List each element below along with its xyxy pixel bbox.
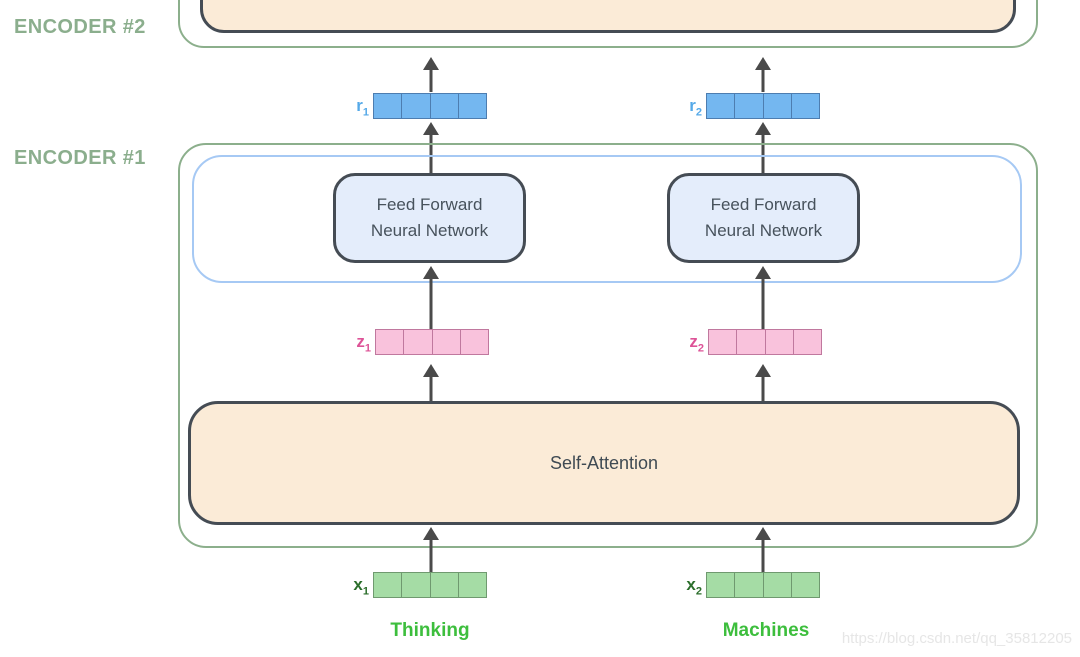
vector-x1 xyxy=(373,572,487,598)
vector-x1-label: x1 xyxy=(353,575,369,598)
vector-cell xyxy=(404,330,433,354)
up-arrow-icon xyxy=(423,527,439,572)
vector-cell xyxy=(402,573,431,597)
arrow-shaft xyxy=(429,132,433,174)
encoder-2-self-attention-box xyxy=(200,0,1016,33)
vector-cell xyxy=(764,573,792,597)
feed-forward-network-2: Feed Forward Neural Network xyxy=(667,173,860,263)
ffnn-text-line2: Neural Network xyxy=(704,221,823,240)
vector-cell xyxy=(459,94,486,118)
arrow-shaft xyxy=(761,374,765,402)
self-attention-box: Self-Attention xyxy=(188,401,1020,525)
vector-r2-label: r2 xyxy=(689,96,702,119)
arrowhead-icon xyxy=(423,266,439,279)
vector-cell xyxy=(735,94,764,118)
arrowhead-icon xyxy=(755,527,771,540)
vector-cell xyxy=(794,330,821,354)
encoder-2-box xyxy=(178,0,1038,48)
vector-cell xyxy=(735,573,764,597)
vector-cell xyxy=(461,330,488,354)
up-arrow-icon xyxy=(423,57,439,92)
arrowhead-icon xyxy=(423,57,439,70)
encoder-2-label: ENCODER #2 xyxy=(14,16,146,38)
arrowhead-icon xyxy=(423,364,439,377)
up-arrow-icon xyxy=(423,122,439,174)
input-token-thinking: Thinking xyxy=(390,620,470,641)
arrow-shaft xyxy=(761,537,765,572)
vector-cell xyxy=(709,330,738,354)
vector-cell xyxy=(766,330,794,354)
arrow-shaft xyxy=(429,276,433,330)
vector-x2 xyxy=(706,572,820,598)
vector-cell xyxy=(737,330,766,354)
arrowhead-icon xyxy=(755,266,771,279)
input-token-machines: Machines xyxy=(722,620,810,641)
vector-cell xyxy=(376,330,405,354)
vector-z2-label: z2 xyxy=(689,332,704,355)
up-arrow-icon xyxy=(755,266,771,330)
arrowhead-icon xyxy=(755,364,771,377)
ffnn-text-line1: Feed Forward xyxy=(710,195,817,214)
vector-z1-label: z1 xyxy=(356,332,371,355)
vector-cell xyxy=(431,573,459,597)
arrow-shaft xyxy=(761,132,765,174)
arrowhead-icon xyxy=(755,57,771,70)
feed-forward-network-1: Feed Forward Neural Network xyxy=(333,173,526,263)
arrowhead-icon xyxy=(423,527,439,540)
self-attention-label: Self-Attention xyxy=(549,452,659,473)
ffnn-text-line2: Neural Network xyxy=(370,221,489,240)
arrowhead-icon xyxy=(755,122,771,135)
vector-cell xyxy=(707,573,736,597)
arrow-shaft xyxy=(429,67,433,92)
vector-z2 xyxy=(708,329,822,355)
vector-cell xyxy=(433,330,461,354)
up-arrow-icon xyxy=(755,122,771,174)
vector-cell xyxy=(792,573,819,597)
up-arrow-icon xyxy=(755,57,771,92)
watermark-url: https://blog.csdn.net/qq_35812205 xyxy=(841,630,1072,647)
encoder-1-label: ENCODER #1 xyxy=(14,147,146,169)
vector-cell xyxy=(374,94,403,118)
vector-cell xyxy=(402,94,431,118)
arrow-shaft xyxy=(429,537,433,572)
encoder-1-box xyxy=(178,143,1038,548)
feed-forward-layer-outline xyxy=(192,155,1022,283)
vector-cell xyxy=(374,573,403,597)
vector-r1-label: r1 xyxy=(356,96,369,119)
up-arrow-icon xyxy=(755,364,771,402)
vector-cell xyxy=(764,94,792,118)
arrow-shaft xyxy=(761,67,765,92)
arrow-shaft xyxy=(429,374,433,402)
vector-cell xyxy=(707,94,736,118)
vector-cell xyxy=(792,94,819,118)
arrowhead-icon xyxy=(423,122,439,135)
vector-z1 xyxy=(375,329,489,355)
vector-x2-label: x2 xyxy=(686,575,702,598)
up-arrow-icon xyxy=(755,527,771,572)
vector-r2 xyxy=(706,93,820,119)
arrow-shaft xyxy=(761,276,765,330)
vector-cell xyxy=(459,573,486,597)
up-arrow-icon xyxy=(423,266,439,330)
ffnn-text-line1: Feed Forward xyxy=(376,195,483,214)
vector-r1 xyxy=(373,93,487,119)
vector-cell xyxy=(431,94,459,118)
up-arrow-icon xyxy=(423,364,439,402)
